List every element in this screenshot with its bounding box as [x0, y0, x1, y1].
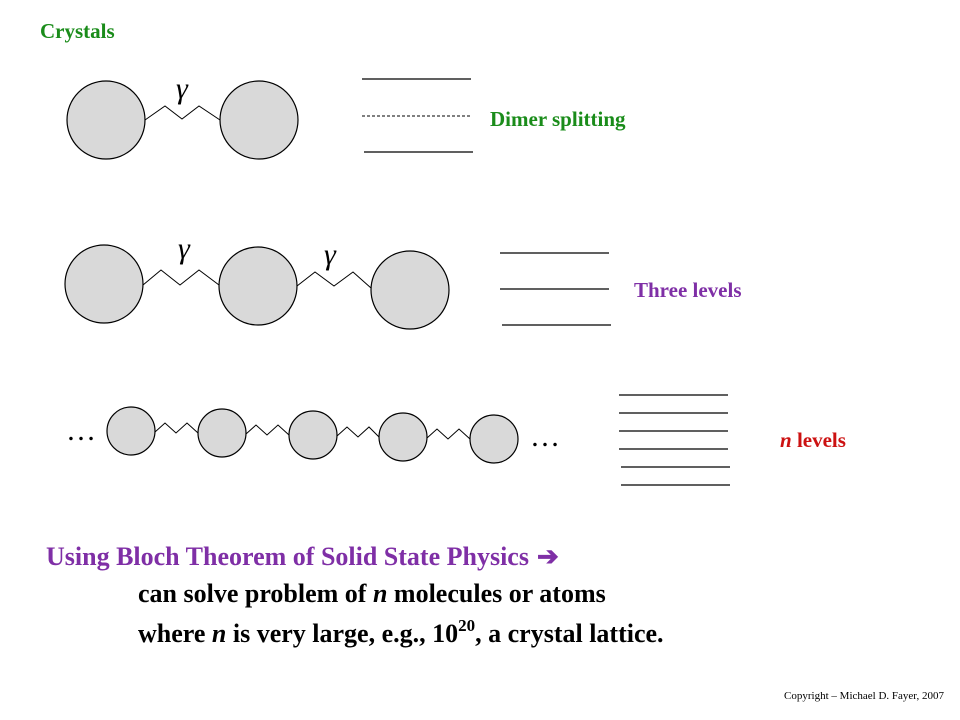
- trimer-spring-left: [142, 269, 220, 286]
- dimer-diagram: γ Dimer splitting: [66, 72, 626, 160]
- chain-spring-3: [336, 426, 380, 438]
- chain-molecule-2: [197, 408, 247, 458]
- dimer-molecule-right: [219, 80, 299, 160]
- bloch-line-3-exponent: 20: [458, 616, 475, 635]
- bloch-line-3-a: where: [138, 619, 212, 648]
- bloch-line-2-a: can solve problem of: [138, 579, 373, 608]
- bloch-arrow-icon: ➔: [537, 542, 559, 571]
- chain-label-levels: levels: [792, 428, 846, 452]
- chain-spring-4: [426, 428, 471, 440]
- trimer-molecule-3: [370, 250, 450, 330]
- chain-spring-1: [154, 422, 199, 434]
- trimer-label: Three levels: [634, 278, 742, 302]
- chain-label: n levels: [780, 428, 846, 452]
- bloch-line-3-c: , a crystal lattice.: [475, 619, 663, 648]
- copyright: Copyright – Michael D. Fayer, 2007: [784, 690, 944, 702]
- chain-molecule-1: [106, 406, 156, 456]
- trimer-diagram: γ γ Three levels: [64, 232, 742, 330]
- chain-molecule-3: [288, 410, 338, 460]
- bloch-line-3: where n is very large, e.g., 1020, a cry…: [138, 616, 664, 648]
- chain-diagram: … … n levels: [66, 394, 846, 486]
- bloch-line-3-b: is very large, e.g., 10: [226, 619, 458, 648]
- bloch-line-1-text: Using Bloch Theorem of Solid State Physi…: [46, 542, 529, 571]
- chain-ellipsis-right: …: [530, 420, 560, 453]
- trimer-spring-right: [296, 271, 372, 289]
- trimer-molecule-1: [64, 244, 144, 324]
- chain-molecule-4: [378, 412, 428, 462]
- dimer-spring: [144, 105, 221, 121]
- dimer-coupling-gamma: γ: [176, 72, 189, 105]
- bloch-line-2-n: n: [373, 579, 387, 608]
- title: Crystals: [40, 19, 115, 43]
- bloch-statement: Using Bloch Theorem of Solid State Physi…: [46, 542, 664, 648]
- trimer-molecule-2: [218, 246, 298, 326]
- dimer-molecule-left: [66, 80, 146, 160]
- bloch-line-2-b: molecules or atoms: [387, 579, 605, 608]
- trimer-coupling-gamma-left: γ: [178, 232, 191, 265]
- bloch-line-1: Using Bloch Theorem of Solid State Physi…: [46, 542, 559, 571]
- bloch-line-3-n: n: [212, 619, 226, 648]
- bloch-line-2: can solve problem of n molecules or atom…: [138, 579, 606, 608]
- chain-ellipsis-left: …: [66, 414, 96, 447]
- chain-spring-2: [245, 424, 290, 436]
- chain-molecule-5: [469, 414, 519, 464]
- trimer-coupling-gamma-right: γ: [324, 238, 337, 271]
- chain-label-n: n: [780, 428, 792, 452]
- dimer-label: Dimer splitting: [490, 107, 626, 131]
